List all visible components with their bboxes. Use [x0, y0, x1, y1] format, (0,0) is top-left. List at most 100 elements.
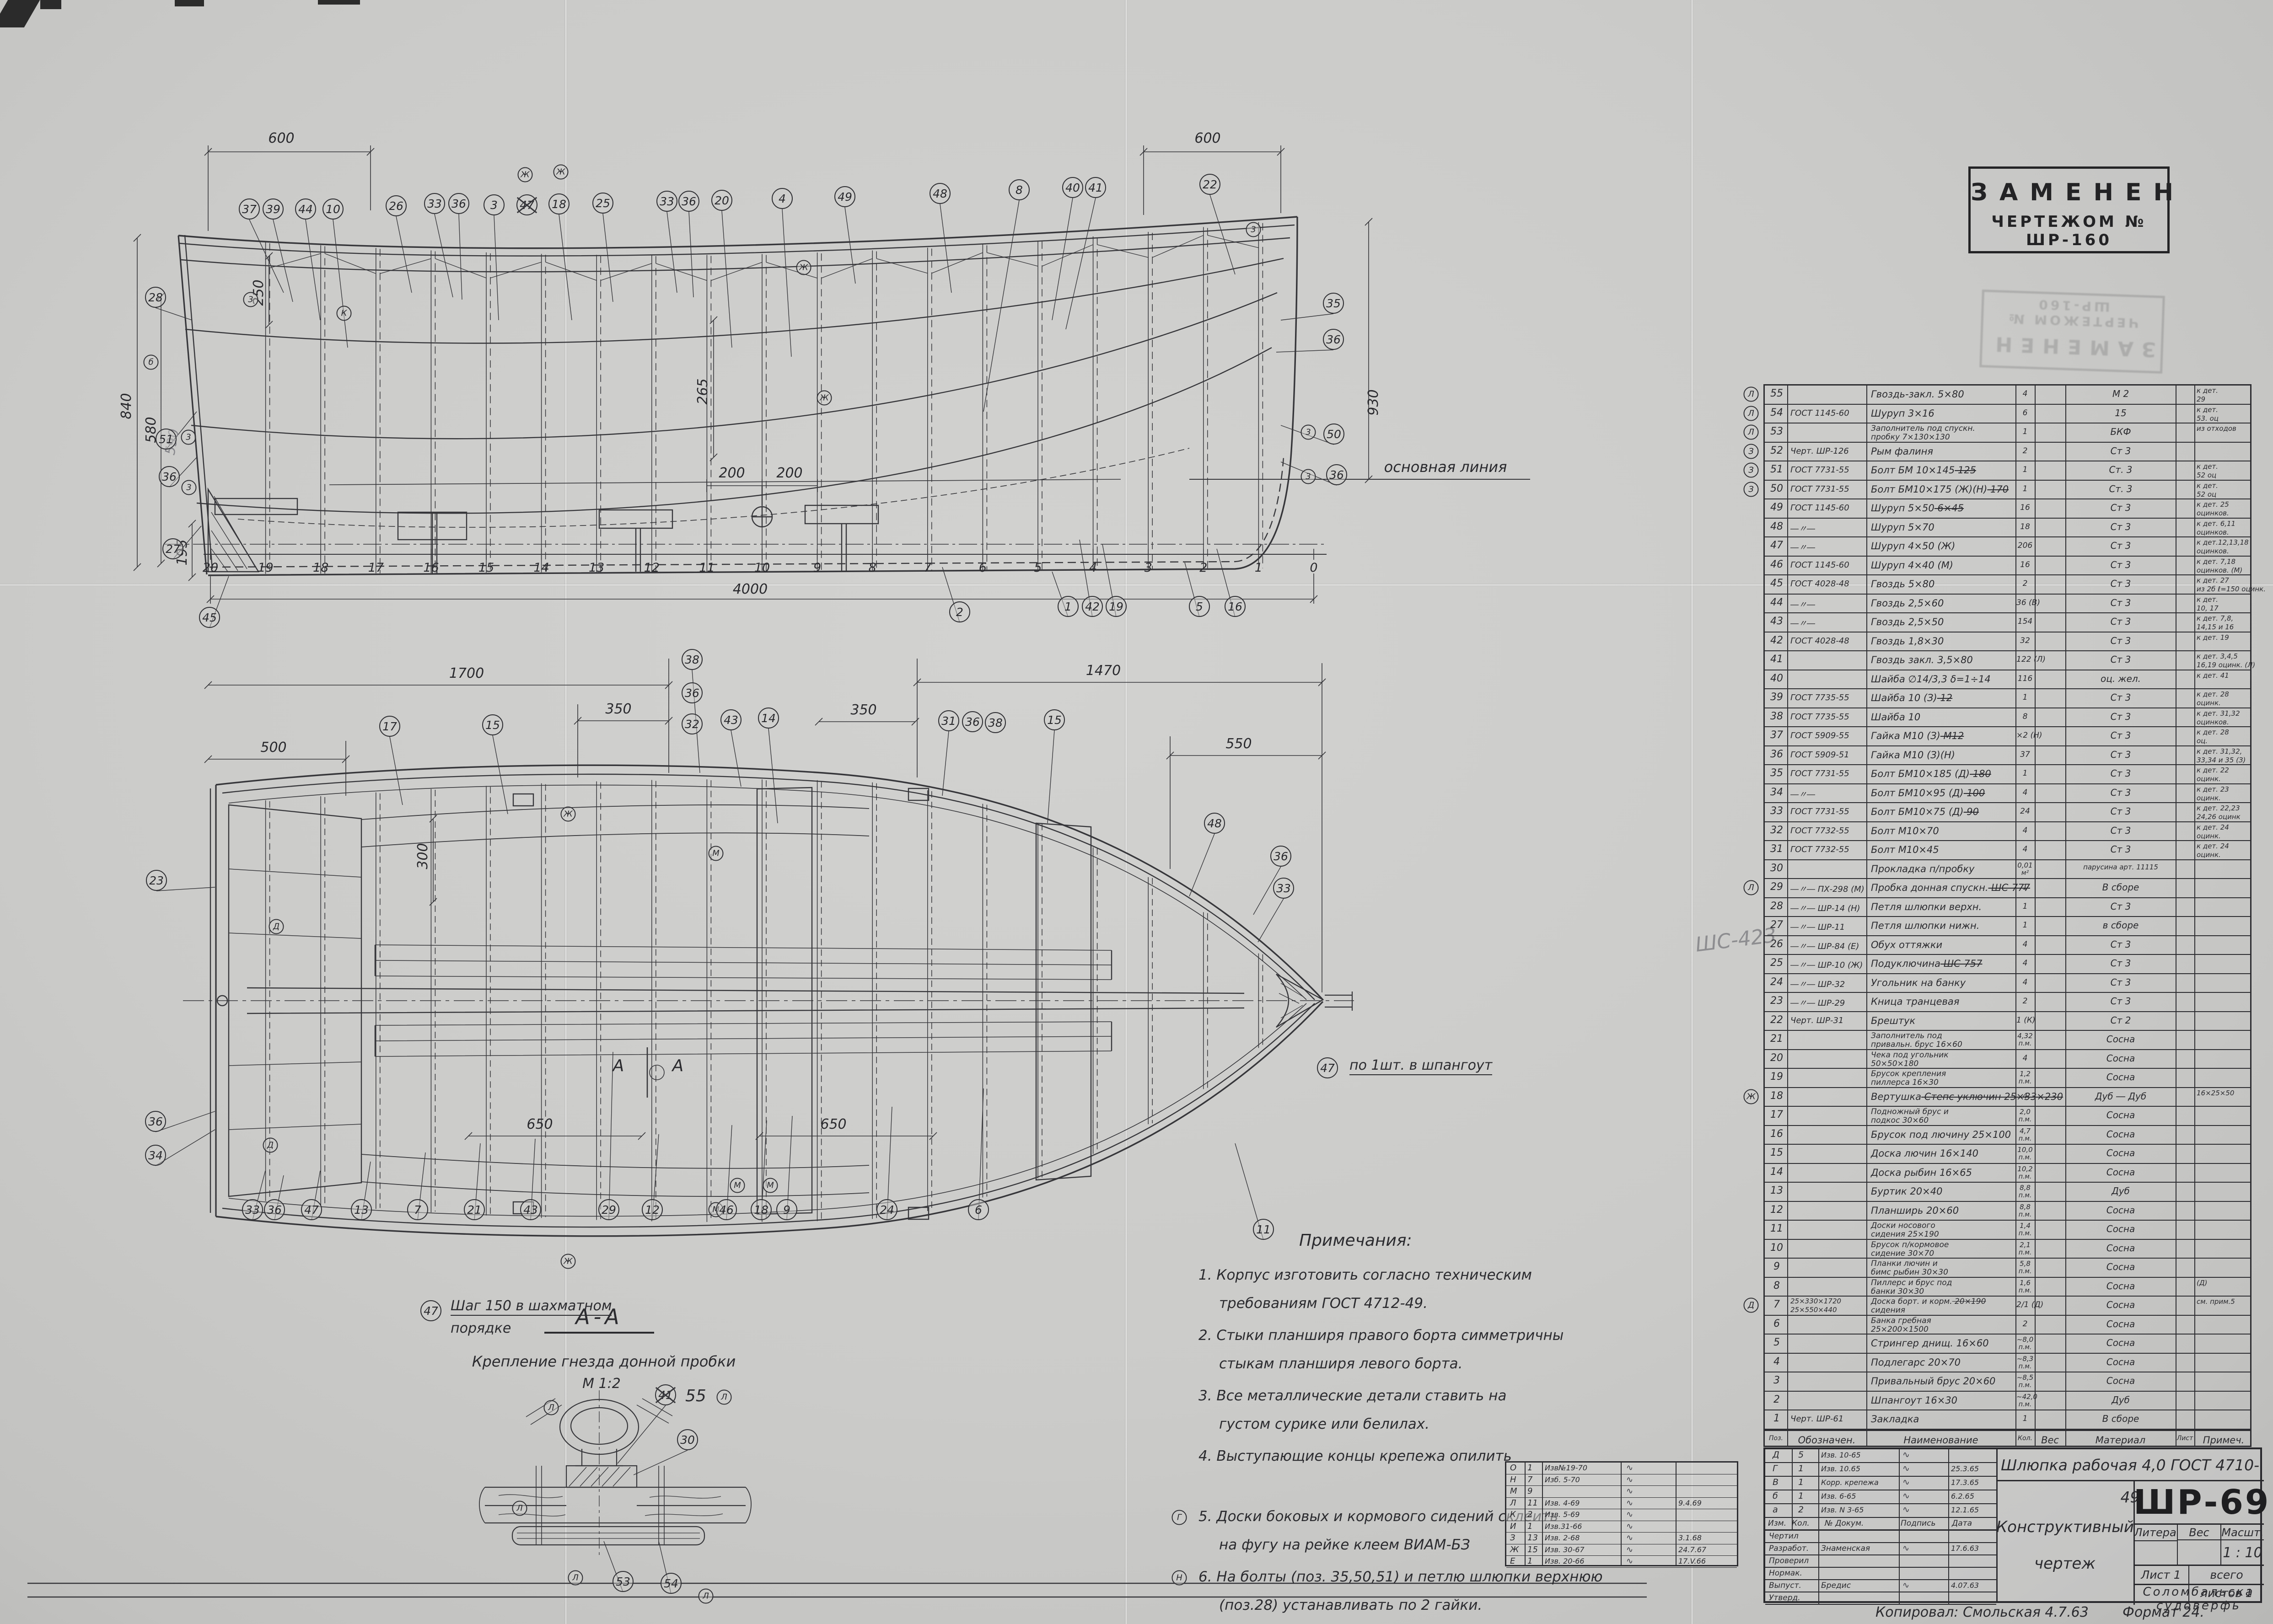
cell-name: Кница транцевая	[1871, 996, 1960, 1007]
cell-pos: 7	[1773, 1299, 1780, 1310]
torn-edge	[175, 0, 204, 6]
cell-material: Ст. 3	[2109, 483, 2133, 494]
frame-label-9: 9	[813, 561, 822, 575]
generated-line	[1280, 313, 1334, 321]
rev-signature: ∿	[1626, 1521, 1634, 1531]
tb-col-line	[1818, 1449, 1819, 1531]
sheet-label: Лист 1	[2141, 1568, 2181, 1581]
cell-material: Дуб	[2112, 1394, 2130, 1405]
dim-200-b: 200	[776, 465, 802, 481]
plan-callout-17: 17	[379, 716, 400, 737]
dim-600-right: 600	[1194, 130, 1220, 146]
cell-material: Сосна	[2106, 1109, 2135, 1120]
cell-name: Подножный брус и	[1871, 1107, 1949, 1116]
cell-qty: 24	[2020, 807, 2030, 816]
cell-note2: 52 оц	[2197, 490, 2217, 498]
cell-name: Доска рыбин 16×65	[1871, 1167, 1972, 1178]
dim-265: 265	[695, 378, 711, 404]
section-callout-Л: Л	[698, 1588, 714, 1604]
cell-pos: 43	[1770, 616, 1783, 627]
organization: Соломбальска судоверфь	[2133, 1585, 2264, 1613]
cell-note2: оцинков.	[2197, 528, 2229, 536]
plan-note-step150-line2: порядке	[451, 1320, 511, 1336]
section-callout-Л: Л	[568, 1570, 583, 1586]
generated-line	[1152, 235, 1204, 258]
side-callout-36: 36	[1323, 329, 1344, 350]
cell-name: Подлегарс 20×70	[1871, 1356, 1961, 1368]
cell-pos: 31	[1770, 843, 1783, 855]
dim-350-right: 350	[850, 702, 876, 718]
parts-margin-letter-З: З	[1743, 482, 1759, 497]
cell-material: Ст 3	[2110, 540, 2131, 551]
rev-doc: Изв. 10-65	[1821, 1451, 1861, 1459]
cell-name-struck: ШС-777	[1988, 882, 2030, 893]
cell-name: Шуруп 4×40 (М)	[1871, 559, 1953, 571]
note-letter-Г: Г	[1171, 1510, 1187, 1525]
side-callout-К: К	[336, 306, 352, 321]
cell-name-struck: 20×190	[1952, 1297, 1986, 1306]
plan-callout-36: 36	[145, 1111, 166, 1132]
plan-callout-46: 46	[716, 1199, 737, 1220]
rev-doc: Изв. 4-69	[1545, 1498, 1580, 1507]
parts-header-Кол.: Кол.	[2018, 1434, 2032, 1442]
cell-qty-unit: п.м.	[2018, 1192, 2032, 1199]
rev-count: 9	[1527, 1486, 1533, 1496]
plan-callout-33: 33	[242, 1199, 263, 1220]
generated-line	[155, 1111, 215, 1132]
plan-callout-Д: Д	[263, 1137, 278, 1153]
cell-name: Брусок под лючину 25×100	[1871, 1129, 2011, 1140]
plan-callout-7: 7	[407, 1199, 428, 1220]
cell-material: Ст 3	[2110, 502, 2131, 513]
cell-qty: 2,1	[2020, 1240, 2031, 1249]
cell-pos: 5	[1773, 1337, 1780, 1348]
cell-pos: 54	[1770, 407, 1783, 418]
rev-date: 24.7.67	[1678, 1545, 1707, 1554]
cell-note: к дет. 7,8,	[2197, 614, 2234, 622]
staff-role: Выпуст.	[1769, 1581, 1801, 1590]
cell-qty: 4,7	[2020, 1126, 2031, 1135]
cell-code: ―〃― ШР-32	[1790, 979, 1845, 989]
cell-material: Ст 3	[2110, 825, 2131, 836]
cell-note2: оцинков.	[2197, 509, 2229, 517]
cell-pos: 52	[1770, 445, 1783, 456]
rev-letter: Е	[1510, 1556, 1515, 1566]
cell-qty: 1	[2022, 465, 2028, 474]
dim-500: 500	[260, 740, 286, 756]
cell-pos: 19	[1770, 1071, 1783, 1083]
generated-line	[940, 204, 952, 293]
plan-callout-Д: Д	[269, 919, 284, 934]
rev-doc: Изб. 5-70	[1545, 1475, 1580, 1484]
cont-col-line	[1676, 1463, 1677, 1565]
frame-label-0: 0	[1310, 561, 1318, 575]
cell-code: ―〃―	[1790, 600, 1815, 610]
cell-qty: 4	[2022, 1053, 2028, 1063]
cell-pos: 33	[1770, 805, 1783, 817]
plan-callout-36: 36	[682, 682, 703, 703]
generated-line	[987, 252, 1038, 267]
plan-note-per-frame-text: по 1шт. в шпангоут	[1349, 1057, 1493, 1075]
dim-600-left: 600	[268, 130, 294, 146]
section-subtitle: Крепление гнезда донной пробки	[472, 1353, 736, 1370]
rev-signature: ∿	[1626, 1533, 1634, 1543]
cell-code: ―〃― ШР-14 (Н)	[1790, 903, 1860, 913]
side-callout-Ж: Ж	[796, 260, 811, 275]
note-item-4.: 4. Выступающие концы крепежа опилить	[1198, 1448, 1512, 1464]
cell-pos: 55	[1770, 388, 1783, 399]
cell-pos: 40	[1770, 672, 1783, 684]
cell-code: ―〃―	[1790, 543, 1815, 552]
parts-header-Поз.: Поз.	[1769, 1434, 1783, 1442]
rev-signature: ∿	[1626, 1486, 1634, 1496]
cell-pos: 39	[1770, 691, 1783, 703]
side-callout-39: 39	[263, 198, 284, 220]
